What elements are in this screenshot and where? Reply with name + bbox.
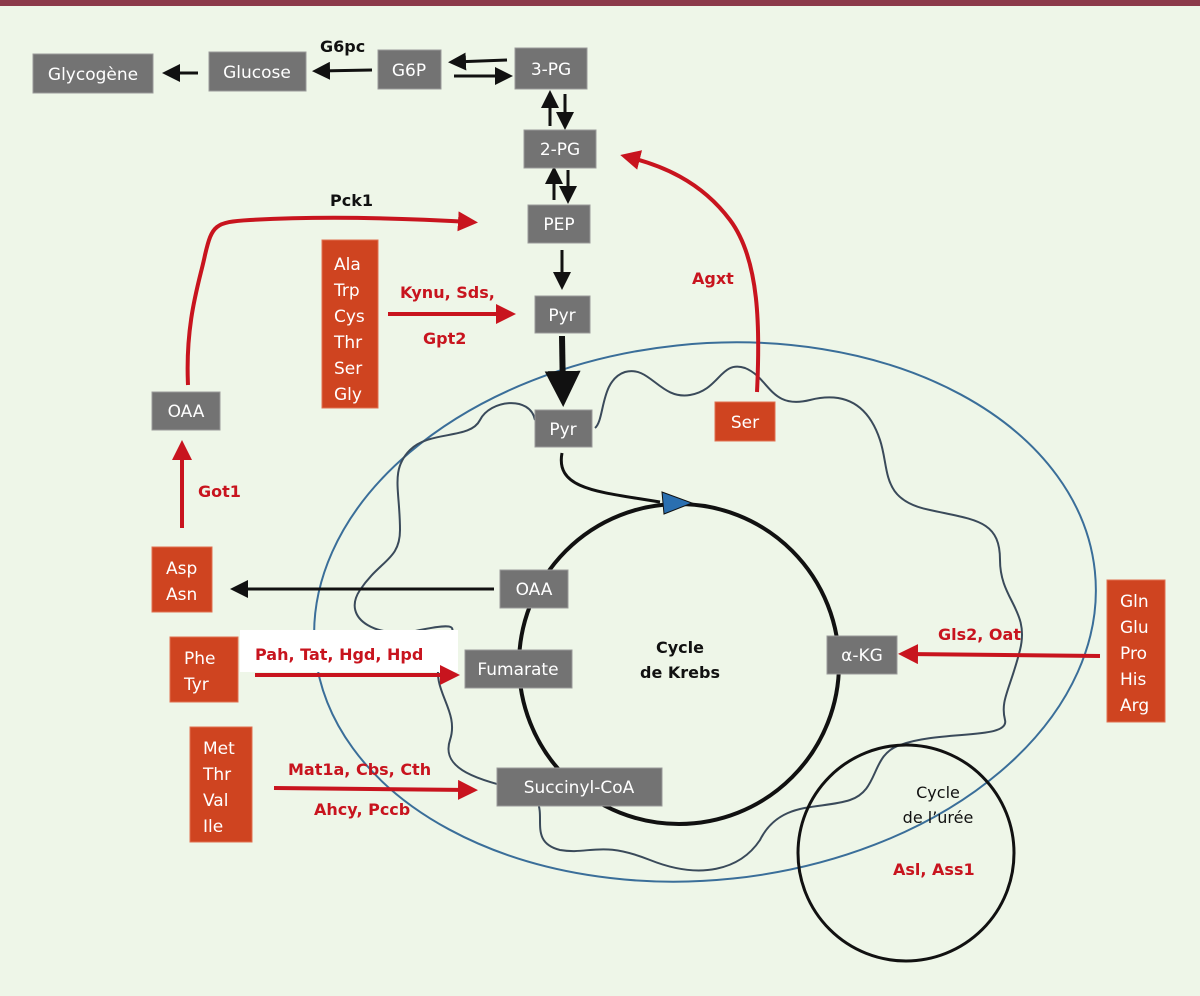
- metabolite-oaa-mito: OAA: [499, 569, 569, 609]
- svg-text:PEP: PEP: [543, 215, 574, 235]
- pyr-transport-arrow: [544, 335, 581, 407]
- pah-label-background: [240, 630, 458, 672]
- enzyme-mat1a-cbs-cth: Mat1a, Cbs, Cth: [288, 760, 431, 779]
- enzyme-kynu-sds: Kynu, Sds,: [400, 283, 495, 302]
- metabolite-succinyl-coa: Succinyl-CoA: [496, 767, 663, 807]
- svg-text:Tyr: Tyr: [183, 675, 209, 695]
- svg-text:Pyr: Pyr: [549, 420, 576, 440]
- svg-text:Thr: Thr: [202, 765, 231, 785]
- svg-text:Ala: Ala: [334, 255, 361, 275]
- urea-cycle-label-2: de l’urée: [903, 808, 974, 827]
- svg-text:Cys: Cys: [334, 307, 365, 327]
- enzyme-pck1: Pck1: [330, 191, 373, 210]
- enzyme-g6pc: G6pc: [320, 37, 365, 56]
- svg-text:Glu: Glu: [1120, 618, 1149, 638]
- metabolite-glycogene: Glycogène: [32, 53, 154, 94]
- enzyme-ahcy-pccb: Ahcy, Pccb: [314, 800, 410, 819]
- enzyme-asl-ass1: Asl, Ass1: [893, 860, 975, 879]
- metabolite-pep: PEP: [527, 204, 591, 244]
- svg-text:Asn: Asn: [166, 585, 197, 605]
- svg-text:His: His: [1120, 670, 1147, 690]
- amino-acid-ser: Ser: [714, 401, 776, 442]
- svg-text:Arg: Arg: [1120, 696, 1149, 716]
- krebs-cycle-label: Cycle: [656, 638, 704, 657]
- svg-text:Gln: Gln: [1120, 592, 1149, 612]
- metabolite-glucose: Glucose: [208, 51, 307, 92]
- svg-text:Met: Met: [203, 739, 235, 759]
- metabolite-pyr-mito: Pyr: [534, 409, 593, 448]
- svg-text:OAA: OAA: [168, 402, 205, 422]
- svg-text:3-PG: 3-PG: [531, 60, 571, 80]
- svg-text:Ser: Ser: [334, 359, 362, 379]
- svg-text:2-PG: 2-PG: [540, 140, 580, 160]
- svg-text:Ile: Ile: [203, 817, 223, 837]
- svg-text:Succinyl-CoA: Succinyl-CoA: [524, 778, 635, 798]
- metabolite-2pg: 2-PG: [523, 129, 597, 169]
- svg-text:Asp: Asp: [166, 559, 197, 579]
- top-bar: [0, 0, 1200, 6]
- svg-text:Phe: Phe: [184, 649, 216, 669]
- urea-cycle-circle: [796, 743, 1016, 963]
- svg-text:Pyr: Pyr: [548, 306, 575, 326]
- enzyme-gpt2: Gpt2: [423, 329, 466, 348]
- svg-text:Pro: Pro: [1120, 644, 1147, 664]
- svg-text:α-KG: α-KG: [841, 646, 883, 666]
- svg-text:Val: Val: [203, 791, 228, 811]
- svg-text:Thr: Thr: [333, 333, 362, 353]
- krebs-cycle-label-2: de Krebs: [640, 663, 720, 682]
- enzyme-gls2-oat: Gls2, Oat: [938, 625, 1021, 644]
- krebs-direction-arrow-icon: [661, 491, 694, 515]
- metabolite-3pg: 3-PG: [514, 47, 588, 90]
- svg-text:OAA: OAA: [516, 580, 553, 600]
- metabolite-fumarate: Fumarate: [464, 649, 573, 689]
- metabolite-g6p: G6P: [377, 49, 442, 90]
- metabolite-akg: α-KG: [826, 635, 898, 675]
- mitochondria-membrane: [313, 341, 1097, 883]
- svg-text:Trp: Trp: [333, 281, 360, 301]
- svg-text:Glucose: Glucose: [223, 63, 291, 83]
- metabolite-pyr-cytosol: Pyr: [534, 295, 591, 334]
- svg-text:G6P: G6P: [392, 61, 426, 81]
- svg-text:Glycogène: Glycogène: [48, 65, 138, 85]
- metabolite-oaa-cytosol: OAA: [151, 391, 221, 431]
- enzyme-got1: Got1: [198, 482, 241, 501]
- urea-cycle-label: Cycle: [916, 783, 960, 802]
- svg-text:Gly: Gly: [334, 385, 362, 405]
- svg-text:Fumarate: Fumarate: [477, 660, 558, 680]
- enzyme-agxt: Agxt: [692, 269, 734, 288]
- svg-text:Ser: Ser: [731, 413, 759, 433]
- enzyme-pah-tat-hgd-hpd: Pah, Tat, Hgd, Hpd: [255, 645, 423, 664]
